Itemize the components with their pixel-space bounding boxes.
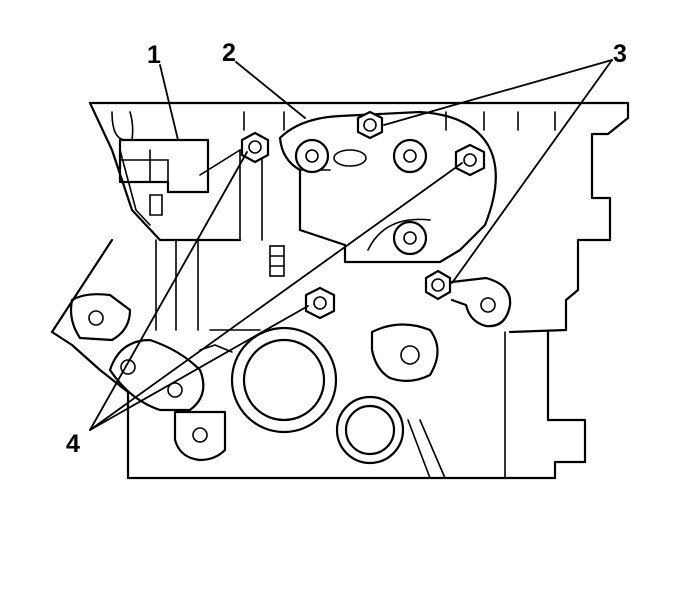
bolt-top-right: [454, 143, 486, 177]
small-connector: [269, 245, 285, 277]
timing-cover-plate: [278, 110, 497, 264]
bolt-right-lower: [424, 269, 452, 301]
callout-4: 4: [66, 430, 80, 458]
bolt-middle: [304, 286, 336, 320]
callout-1: 1: [147, 41, 161, 69]
bolt-top-center: [356, 110, 384, 140]
sensor-component: [118, 138, 210, 216]
small-bore: [335, 395, 405, 465]
large-bore: [230, 326, 338, 434]
callout-3: 3: [613, 40, 627, 68]
callout-2: 2: [222, 39, 236, 67]
leader-lines: [89, 59, 613, 431]
bolt-top-left: [240, 131, 270, 164]
